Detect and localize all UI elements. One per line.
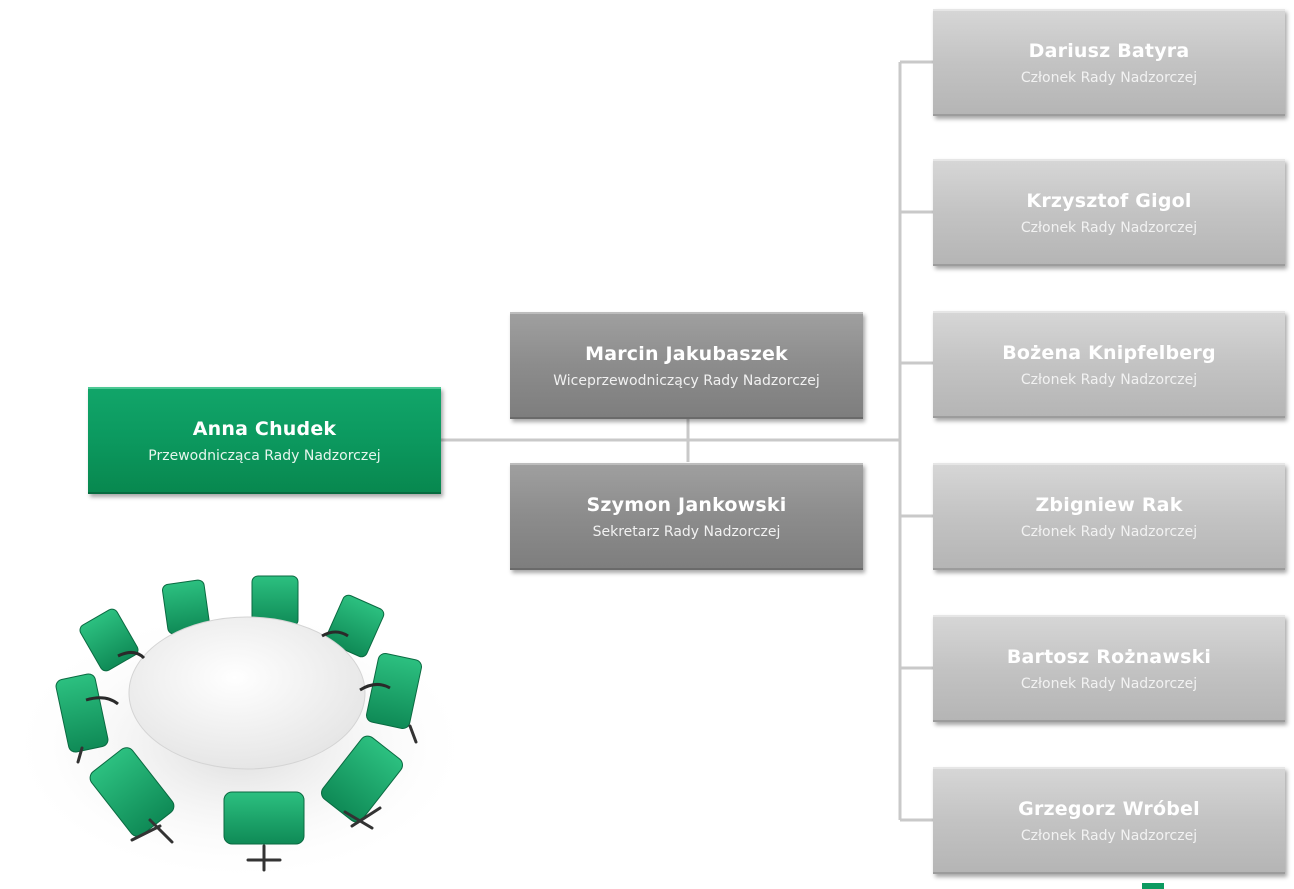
member-box: Bartosz Rożnawski Członek Rady Nadzorcze… [933,615,1285,722]
vice-chair-box: Marcin Jakubaszek Wiceprzewodniczący Rad… [510,312,863,419]
secretary-role: Sekretarz Rady Nadzorczej [592,523,781,540]
member-role: Członek Rady Nadzorczej [1020,219,1198,236]
member-role: Członek Rady Nadzorczej [1020,827,1198,844]
member-role: Członek Rady Nadzorczej [1020,69,1198,86]
member-role: Członek Rady Nadzorczej [1020,371,1198,388]
member-box: Krzysztof Gigol Członek Rady Nadzorczej [933,159,1285,266]
round-table-icon [5,575,470,885]
vice-chair-role: Wiceprzewodniczący Rady Nadzorczej [553,372,820,389]
vice-chair-name: Marcin Jakubaszek [585,342,788,365]
member-role: Członek Rady Nadzorczej [1020,523,1198,540]
secretary-box: Szymon Jankowski Sekretarz Rady Nadzorcz… [510,463,863,570]
brand-mark [1142,883,1164,889]
member-name: Zbigniew Rak [1035,493,1183,516]
chair-name: Anna Chudek [192,417,337,440]
member-box: Grzegorz Wróbel Członek Rady Nadzorczej [933,767,1285,874]
chair-box: Anna Chudek Przewodnicząca Rady Nadzorcz… [88,387,441,494]
chair-role: Przewodnicząca Rady Nadzorczej [148,447,381,464]
member-name: Dariusz Batyra [1028,39,1190,62]
member-box: Zbigniew Rak Członek Rady Nadzorczej [933,463,1285,570]
member-box: Bożena Knipfelberg Członek Rady Nadzorcz… [933,311,1285,418]
member-name: Krzysztof Gigol [1026,189,1192,212]
member-role: Członek Rady Nadzorczej [1020,675,1198,692]
member-name: Grzegorz Wróbel [1018,797,1200,820]
chair-seat [79,575,385,672]
member-box: Dariusz Batyra Członek Rady Nadzorczej [933,9,1285,116]
secretary-name: Szymon Jankowski [586,493,787,516]
member-name: Bożena Knipfelberg [1002,341,1216,364]
member-name: Bartosz Rożnawski [1006,645,1212,668]
